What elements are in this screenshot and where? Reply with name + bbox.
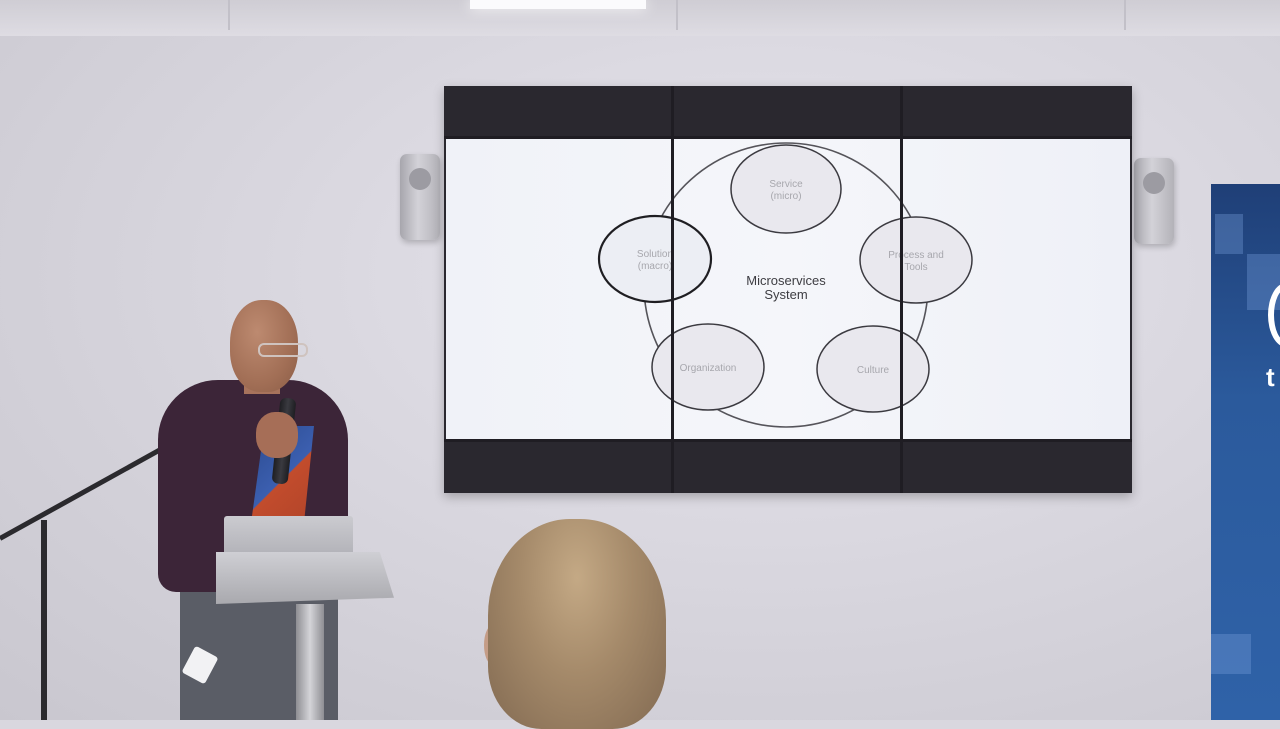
node-solution-circle <box>597 214 713 304</box>
node-culture-label: Culture <box>857 365 890 376</box>
presenter-glasses <box>258 343 308 357</box>
presenter-head <box>230 300 298 392</box>
ceiling-seam <box>228 0 230 30</box>
node-solution-label-line1: Solution <box>637 249 673 260</box>
screen-bezel-horizontal <box>444 136 1132 139</box>
node-process-and-tools-label-line1: Process and <box>888 250 944 261</box>
node-solution: Solution (macro) <box>597 214 713 304</box>
screen-bezel-vertical <box>671 86 674 493</box>
node-process-and-tools-label-line2: Tools <box>904 262 927 273</box>
microservices-diagram: Service (micro) Process and Tools Cultur… <box>446 137 1130 440</box>
node-culture: Culture <box>816 325 930 413</box>
right-wall-speaker <box>1134 158 1174 244</box>
event-banner <box>1211 184 1280 720</box>
presenter-hand <box>256 412 298 458</box>
banner-text: t <box>1266 362 1275 392</box>
podium-post <box>296 604 324 720</box>
center-label-line2: System <box>764 287 807 302</box>
node-organization-label: Organization <box>680 363 737 374</box>
center-label-line1: Microservices <box>746 273 826 288</box>
banner-tile <box>1215 214 1243 254</box>
screen-bezel-horizontal <box>444 439 1132 442</box>
node-solution-label-line2: (macro) <box>638 261 672 272</box>
left-wall-speaker <box>400 154 440 240</box>
ceiling <box>0 0 1280 37</box>
screen-bezel-vertical <box>900 86 903 493</box>
node-organization-circle <box>651 323 765 411</box>
podium-top <box>216 552 394 604</box>
mic-stand-pole <box>41 520 47 720</box>
ceiling-light <box>470 0 646 9</box>
node-service: Service (micro) <box>730 144 842 234</box>
ceiling-seam <box>676 0 678 30</box>
node-service-label-line1: Service <box>769 179 803 190</box>
ceiling-seam <box>1124 0 1126 30</box>
banner-tile <box>1211 634 1251 674</box>
node-service-label-line2: (micro) <box>770 191 801 202</box>
node-organization: Organization <box>651 323 765 411</box>
node-process-and-tools-circle <box>859 216 973 304</box>
diagram-svg: Service (micro) Process and Tools Cultur… <box>597 142 973 428</box>
laptop <box>224 516 353 554</box>
audience-member-head <box>488 519 666 729</box>
node-process-and-tools: Process and Tools <box>859 216 973 304</box>
node-service-circle <box>730 144 842 234</box>
